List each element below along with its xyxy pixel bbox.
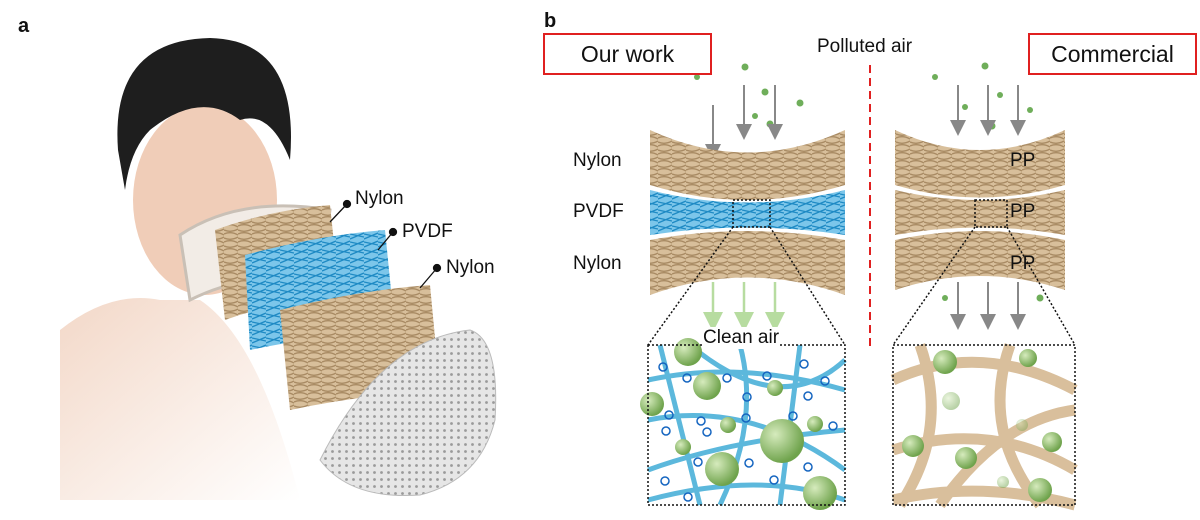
clean-air-label: Clean air [703,327,780,349]
negative-charges [658,359,838,502]
panel-b-label: b [544,10,557,32]
layer-label-pvdf: PVDF [402,221,453,242]
pvdf-zoom-view [640,338,847,510]
layer-label-nylon-inner: Nylon [446,257,495,278]
our-work-box: Our work [543,33,712,75]
right-layer-label-1: PP [1010,150,1036,171]
right-layer-label-2: PP [1010,201,1036,222]
zoom-guides [647,199,1076,346]
clean-air-arrows [703,282,785,332]
our-nylon-bottom [650,231,845,295]
inflow-arrows [705,85,1026,330]
layer-label-nylon-outer: Nylon [355,188,404,209]
left-layer-label-3: Nylon [573,253,622,274]
mask-shell [319,329,497,497]
right-layer-label-3: PP [1010,253,1036,274]
our-nylon-top [650,130,845,200]
polluted-air-label: Polluted air [817,36,913,57]
panel-a-label: a [18,15,30,37]
our-pvdf [650,190,845,235]
pp-bottom [895,231,1065,290]
pp-top [895,130,1065,198]
pp-zoom-view [890,343,1078,511]
leader-lines [329,199,442,289]
left-layer-label-1: Nylon [573,150,622,171]
commercial-box: Commercial [1028,33,1197,75]
left-layer-label-2: PVDF [573,201,624,222]
pp-middle [895,190,1065,235]
